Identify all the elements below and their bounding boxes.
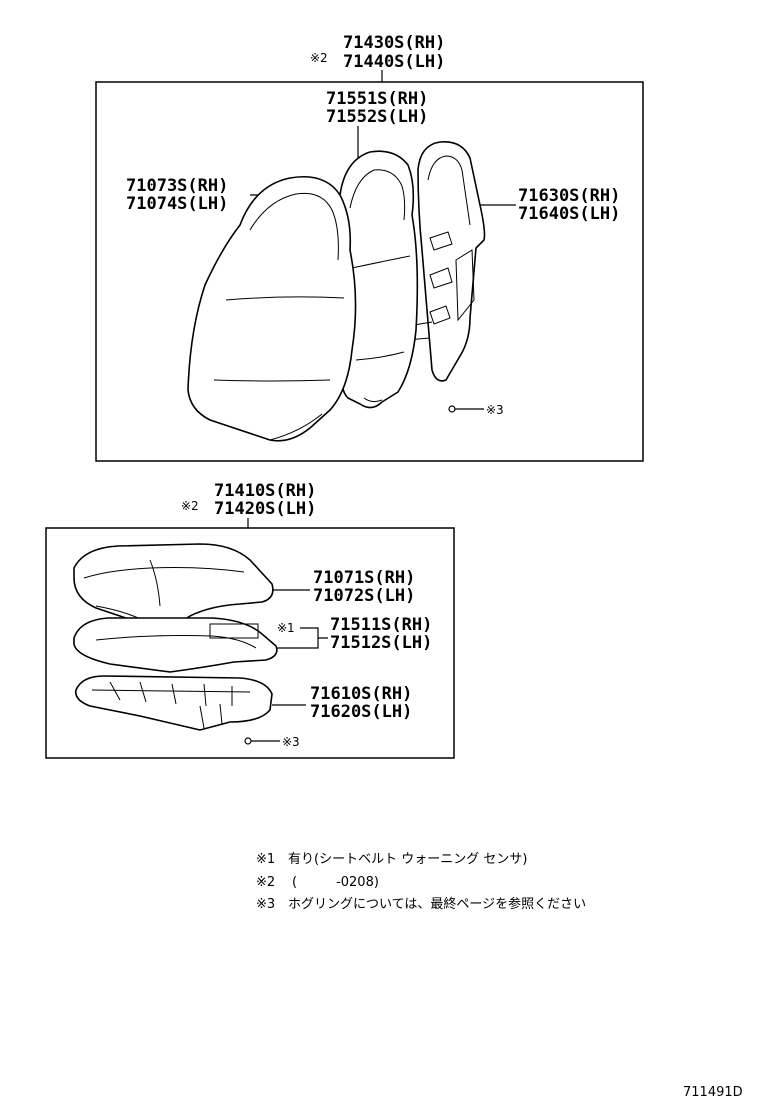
lower-group-box [45,527,455,759]
upper-cover-lh-label[interactable]: 71552S(LH) [326,107,428,127]
upper-frame-rh-label[interactable]: 71630S(RH) [518,186,620,206]
lower-assembly-rh-label[interactable]: 71410S(RH) [214,481,316,501]
upper-hog-ring-callout: ※3 [448,403,504,417]
upper-group: ※2 71430S(RH) 71440S(LH) 71551S(RH) 7155… [95,33,644,462]
lower-pad-lh-label[interactable]: 71072S(LH) [313,586,415,606]
upper-hog-ring-note: ※3 [486,403,504,417]
cushion-frame-drawing[interactable] [74,675,273,731]
note-3-mark: ※3 [256,897,275,912]
lower-cover-rh-label[interactable]: 71511S(RH) [330,615,432,635]
lower-frame-rh-label[interactable]: 71610S(RH) [310,684,412,704]
lower-group: ※2 71410S(RH) 71420S(LH) 71071S(RH) 7107… [45,481,455,759]
seatbelt-sensor-icon [209,623,259,639]
upper-group-box [95,81,644,462]
figure-id: 711491D [683,1085,743,1100]
hog-ring-icon [244,737,252,745]
upper-frame-lh-label[interactable]: 71640S(LH) [518,204,620,224]
lower-frame-lh-label[interactable]: 71620S(LH) [310,702,412,722]
note-2-text: ( -0208) [292,875,379,890]
upper-cover-rh-label[interactable]: 71551S(RH) [326,89,428,109]
note-1-text: 有り(シートベルト ウォーニング センサ) [288,852,527,867]
upper-assembly-marker: ※2 [310,51,328,65]
note-3-text: ホグリングについては、最終ページを参照ください [288,896,586,912]
seatback-frame-drawing[interactable] [405,141,486,382]
lower-cover-leader [276,627,328,649]
note-2-mark: ※2 [256,875,275,890]
lower-hog-ring-note: ※3 [282,735,300,749]
hog-ring-icon [448,405,456,413]
footnotes: ※1 有り(シートベルト ウォーニング センサ) ※2 ( -0208) ※3 … [256,852,586,912]
note-1-mark: ※1 [256,852,275,867]
lower-sensor-marker: ※1 [277,621,295,635]
upper-assembly-rh-label[interactable]: 71430S(RH) [343,33,445,53]
lower-cover-lh-label[interactable]: 71512S(LH) [330,633,432,653]
lower-pad-rh-label[interactable]: 71071S(RH) [313,568,415,588]
cushion-cover-drawing[interactable] [73,617,278,673]
upper-assembly-lh-label[interactable]: 71440S(LH) [343,52,445,72]
cushion-pad-drawing[interactable] [73,543,274,628]
upper-pad-rh-label[interactable]: 71073S(RH) [126,176,228,196]
upper-pad-lh-label[interactable]: 71074S(LH) [126,194,228,214]
lower-hog-ring-callout: ※3 [244,735,300,749]
seatback-pad-drawing[interactable] [187,176,357,442]
lower-assembly-marker: ※2 [181,499,199,513]
lower-assembly-lh-label[interactable]: 71420S(LH) [214,499,316,519]
